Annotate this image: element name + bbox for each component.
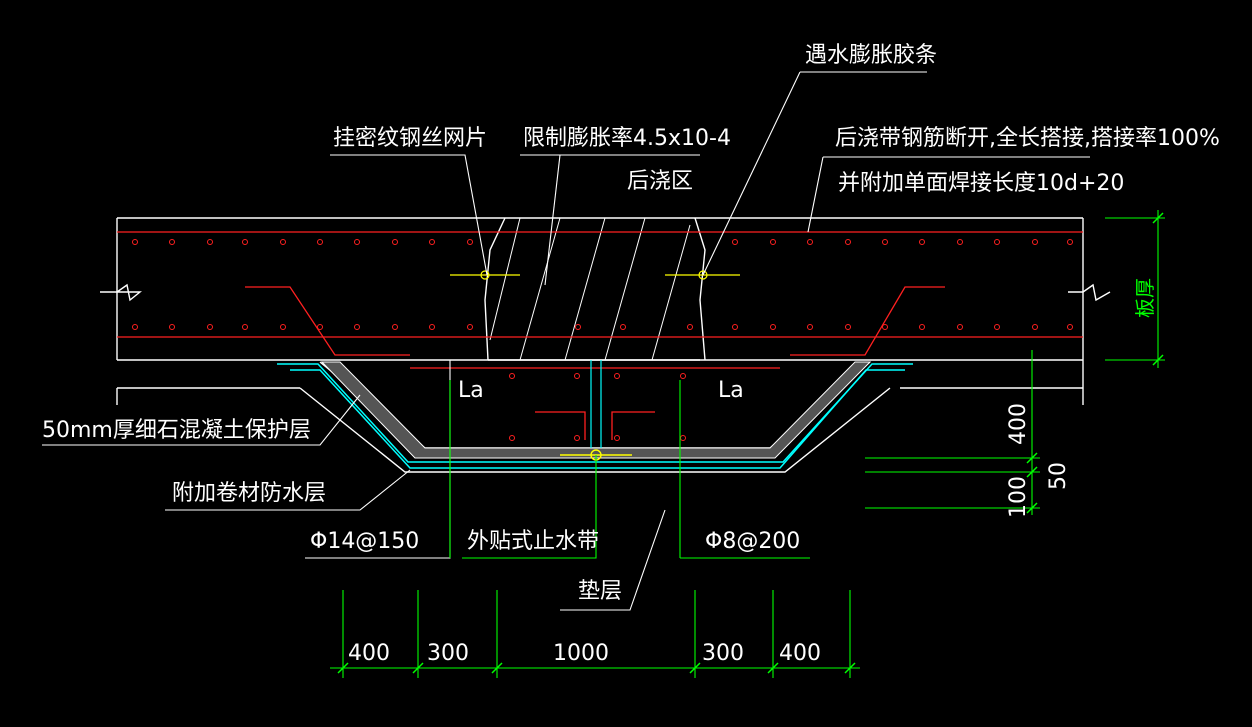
- dim-right-3: 100: [1006, 476, 1031, 518]
- label-expansion: 限制膨胀率4.5x10-4: [523, 126, 731, 151]
- dim-bottom-5: 400: [779, 641, 821, 666]
- label-rebar-note-2: 并附加单面焊接长度10d+20: [838, 171, 1124, 196]
- label-slab-thickness: 板厚: [1133, 278, 1157, 318]
- label-rubber-strip: 遇水膨胀胶条: [805, 43, 937, 68]
- label-la-left: La: [458, 378, 484, 403]
- label-waterstop: 外贴式止水带: [467, 529, 599, 554]
- label-protect-layer: 50mm厚细石混凝土保护层: [42, 418, 311, 443]
- dim-bottom-1: 400: [348, 641, 390, 666]
- label-cushion: 垫层: [578, 579, 622, 604]
- rebar-lines: [117, 231, 1083, 440]
- dim-bottom-2: 300: [427, 641, 469, 666]
- post-pour-hatch: [489, 217, 691, 361]
- dim-right-1: 400: [1006, 403, 1031, 445]
- slab-outline: [100, 217, 1111, 405]
- dim-bottom-4: 300: [702, 641, 744, 666]
- protection-layer: [320, 361, 872, 459]
- dim-right-2: 50: [1046, 462, 1071, 490]
- label-post-pour: 后浇区: [627, 169, 693, 194]
- joint-line: [590, 360, 602, 448]
- green-lines: [330, 210, 1165, 678]
- label-mesh: 挂密纹钢丝网片: [333, 126, 487, 151]
- label-rebar-main: Φ14@150: [310, 529, 419, 554]
- label-waterproof-layer: 附加卷材防水层: [172, 481, 326, 506]
- label-rebar-sec: Φ8@200: [705, 529, 800, 554]
- label-la-right: La: [718, 378, 744, 403]
- rebar-dots: [132, 239, 1073, 441]
- dim-ticks: [337, 212, 1164, 674]
- dim-bottom-3: 1000: [553, 641, 609, 666]
- label-rebar-note-1: 后浇带钢筋断开,全长搭接,搭接率100%: [835, 126, 1220, 151]
- mesh-markers: [450, 270, 740, 280]
